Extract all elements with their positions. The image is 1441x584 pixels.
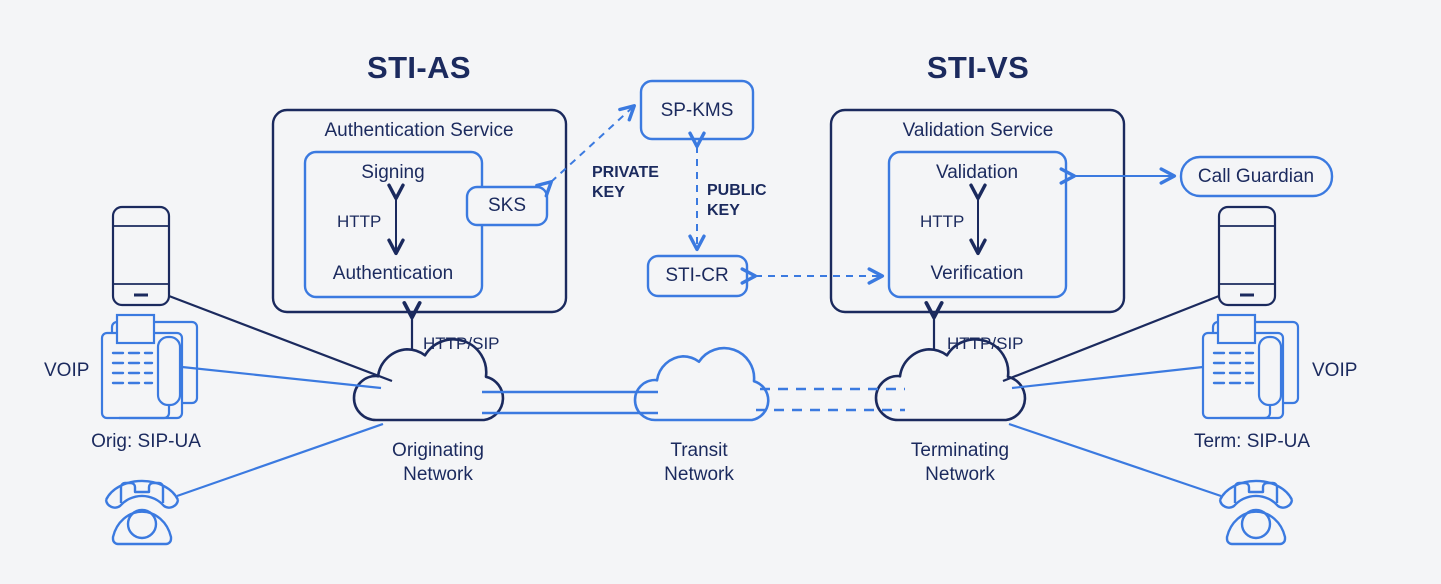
originating-network-label: Originating Network	[392, 440, 484, 485]
left-endpoint-links	[168, 294, 393, 498]
transit-terminating-links	[756, 387, 905, 412]
private-key-label: PRIVATE KEY	[592, 164, 659, 201]
transit-network-cloud	[633, 346, 770, 422]
orig-sip-ua-label: Orig: SIP-UA	[91, 431, 201, 452]
terminating-network-label: Terminating Network	[910, 440, 1010, 485]
validation-label: Validation	[935, 162, 1019, 183]
term-sip-ua-label: Term: SIP-UA	[1193, 431, 1311, 452]
sti-vs-title: STI-VS	[926, 50, 1030, 85]
sp-kms-label: SP-KMS	[660, 100, 734, 121]
call-guardian-box	[1179, 155, 1334, 198]
right-http-sip-label: HTTP/SIP	[947, 334, 1024, 353]
sti-as-title: STI-AS	[366, 50, 472, 85]
right-rotary-phone-icon	[1218, 479, 1294, 546]
orig-transit-links	[482, 390, 658, 415]
left-http-sip-label: HTTP/SIP	[423, 334, 500, 353]
transit-network-label: Transit Network	[664, 440, 734, 485]
left-voip-label: VOIP	[44, 360, 90, 381]
validation-service-label: Validation Service	[902, 120, 1054, 141]
left-smartphone-icon	[111, 205, 171, 307]
terminating-network-cloud	[874, 338, 1027, 422]
public-key-label: PUBLIC KEY	[707, 182, 767, 219]
validation-verification-inner-box	[887, 150, 1068, 299]
right-endpoint-links	[1002, 294, 1222, 498]
authentication-label: Authentication	[332, 263, 454, 284]
right-http-label: HTTP	[920, 212, 965, 231]
originating-network-cloud	[352, 338, 505, 422]
sti-cr-label: STI-CR	[665, 265, 729, 286]
sks-box	[465, 185, 549, 227]
validation-service-box	[829, 108, 1126, 314]
right-voip-label: VOIP	[1312, 360, 1358, 381]
left-rotary-phone-icon	[104, 479, 180, 546]
signing-label: Signing	[361, 162, 425, 183]
right-voip-desk-phone-icon	[1201, 313, 1300, 420]
call-guardian-label: Call Guardian	[1197, 166, 1315, 187]
authentication-service-label: Authentication Service	[324, 120, 514, 141]
left-http-label: HTTP	[337, 212, 382, 231]
sks-label: SKS	[487, 195, 527, 216]
left-voip-desk-phone-icon	[100, 313, 199, 420]
private-key-arrow	[535, 104, 636, 198]
right-smartphone-icon	[1217, 205, 1277, 307]
verification-label: Verification	[930, 263, 1024, 284]
